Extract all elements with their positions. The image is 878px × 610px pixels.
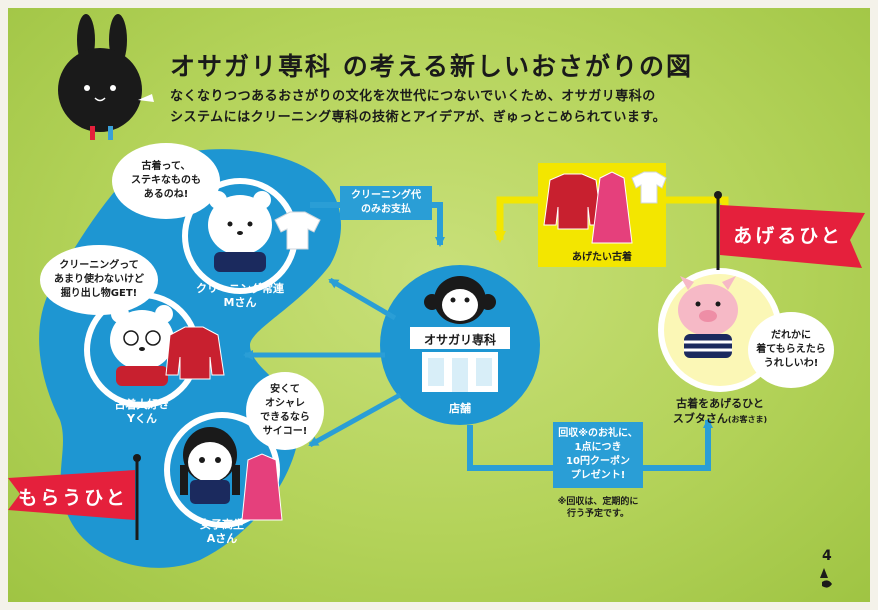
receiver-m-name-line2: Mさん: [223, 296, 257, 309]
receiver-m-name: クリーニング常連 Mさん: [180, 282, 300, 310]
girl-a-pigtail-left: [180, 465, 188, 495]
girl-a-eye-left: [199, 457, 205, 463]
pig-eye-left: [695, 301, 701, 307]
bear-m-eye-right: [247, 221, 253, 227]
page-subtitle: なくなりつつあるおさがりの文化を次世代につないでいくため、オサガリ専科の システ…: [170, 86, 810, 128]
title-brand: オサガリ専科: [170, 52, 333, 81]
page-title: オサガリ専科 の考える新しいおさがりの図: [170, 47, 693, 83]
store-door: [452, 358, 468, 392]
given-dress: [591, 171, 633, 244]
receiver-y-name-line1: 古着大好き: [114, 398, 170, 411]
pig-ear-right: [722, 276, 736, 290]
giver-flag-shape: [720, 205, 865, 268]
payment-box: クリーニング代 のみお支払: [340, 186, 432, 220]
arrow-store-to-m: [328, 277, 397, 321]
subtitle-line-1: なくなりつつあるおさがりの文化を次世代につないでいくため、オサガリ専科の: [170, 89, 656, 104]
bear-m-eye-left: [227, 221, 233, 227]
bear-y-nose: [139, 347, 145, 351]
white-shirt: [274, 211, 321, 250]
given-shirt: [631, 171, 667, 204]
rabbit-hand: [138, 94, 154, 102]
giver-name-line2-wrap: スブタさん(お客さま): [645, 411, 795, 427]
store-sign: オサガリ専科: [423, 333, 496, 347]
receiver-flag-label: もらうひと: [18, 486, 128, 509]
glasses-right: [145, 330, 161, 346]
giver-flag-pole-top: [714, 191, 722, 199]
giver-name: 古着をあげるひと スブタさん(お客さま): [645, 396, 795, 427]
footnote: ※回収は、定期的に 行う予定です。: [557, 497, 639, 519]
rabbit-suspender-left: [90, 126, 95, 140]
bear-y-shirt: [116, 366, 168, 386]
girl-a-face: [188, 442, 232, 482]
bubble-a: 安くて オシャレ できるなら サイコー!: [246, 372, 324, 450]
girl-a-pigtail-right: [232, 465, 240, 495]
rabbit-suspender-right: [108, 126, 113, 140]
bear-m-head: [208, 195, 272, 255]
pig-snout: [699, 310, 717, 322]
giver-flag-label: あげるひと: [733, 224, 843, 247]
pig-shirt: [684, 334, 732, 358]
bear-y-head: [110, 310, 174, 370]
receiver-flag-pole-top: [133, 454, 141, 462]
girl-a-eye-right: [215, 457, 221, 463]
receiver-flag-shape: [8, 470, 135, 520]
girl-a-uniform: [190, 480, 230, 504]
title-rest: の考える新しいおさがりの図: [332, 52, 693, 81]
bubble-giver: だれかに 着てもらえたら うれしいわ!: [748, 312, 834, 388]
reward-box: 回収※のお礼に、 1点につき 10円クーポン プレゼント!: [553, 422, 643, 488]
monkey-face: [442, 289, 478, 321]
arrow-store-to-a: [308, 392, 402, 448]
bear-m-nose: [237, 231, 243, 235]
monkey-eye-left: [450, 297, 456, 303]
subtitle-line-2: システムにはクリーニング専科の技術とアイデアが、ぎゅっとこめられています。: [170, 110, 667, 125]
rabbit-head: [58, 48, 142, 132]
giver-name-line2: スブタさん: [672, 412, 728, 425]
glasses-left: [123, 330, 139, 346]
red-jacket: [165, 326, 225, 380]
given-jacket: [543, 173, 603, 230]
giver-name-line1: 古着をあげるひと: [676, 397, 764, 410]
receiver-a-name-line1: 女子高生: [200, 518, 244, 531]
floral-dress: [241, 453, 283, 521]
pig-ear-left: [680, 276, 694, 290]
rabbit-eye-left: [84, 85, 90, 91]
page-number: 4: [822, 548, 832, 564]
receiver-a-name-line2: Aさん: [206, 532, 238, 545]
pig-eye-right: [715, 301, 721, 307]
rabbit-mouth: [94, 97, 106, 102]
bear-m-shirt: [214, 252, 266, 272]
monkey-eye-right: [464, 297, 470, 303]
footer-bunny-icon: [820, 568, 832, 588]
store-label: 店舗: [449, 402, 471, 415]
store-signboard: [410, 327, 510, 349]
store-window-left: [428, 358, 444, 386]
bubble-m: 古着って、 ステキなものも あるのね!: [112, 143, 220, 219]
receiver-y-name: 古着大好き Yくん: [82, 398, 202, 426]
store-window-right: [476, 358, 492, 386]
clothes-box-label: あげたい古着: [572, 252, 632, 263]
bubble-y: クリーニングって あまり使わないけど 掘り出し物GET!: [40, 245, 158, 315]
receiver-a-name: 女子高生 Aさん: [162, 518, 282, 546]
giver-name-note: (お客さま): [727, 415, 768, 424]
receiver-y-name-line2: Yくん: [127, 412, 157, 425]
rabbit-eye-right: [110, 85, 116, 91]
receiver-m-name-line1: クリーニング常連: [196, 282, 284, 295]
